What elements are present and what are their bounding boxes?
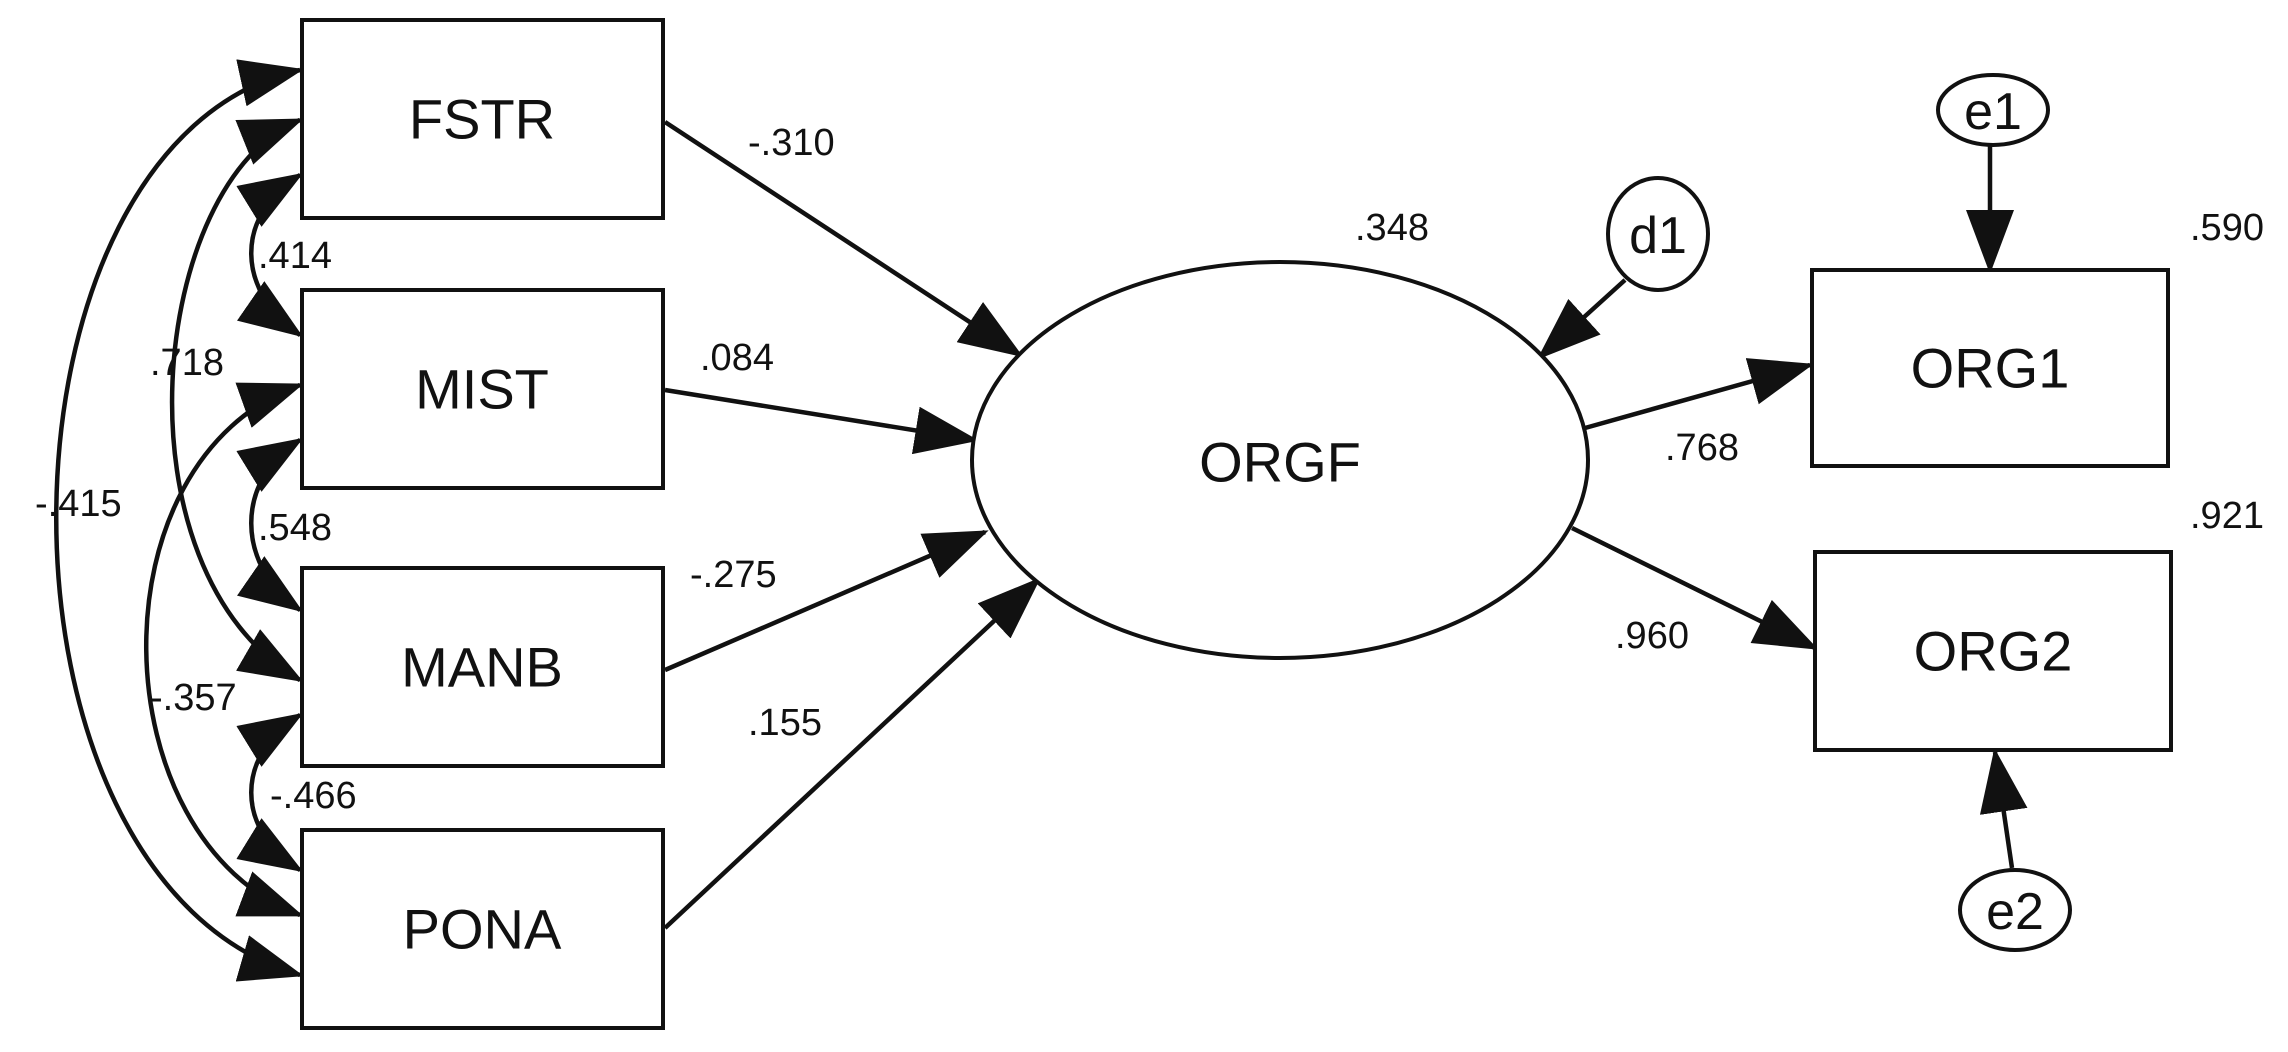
path-e2-org2 — [1979, 748, 2028, 869]
path-fstr-orgf — [663, 120, 1024, 358]
coef-manb-orgf: -.275 — [690, 554, 777, 596]
coef-mist-orgf: .084 — [700, 337, 774, 379]
node-label: ORGF — [1199, 431, 1361, 494]
node-fstr: FSTR — [300, 18, 665, 220]
r2-org2: .921 — [2190, 495, 2264, 537]
node-label: PONA — [403, 898, 562, 961]
cov-mist-manb: .548 — [258, 507, 332, 549]
error-label: e2 — [1986, 883, 2044, 941]
path-orgf-org1 — [1584, 358, 1814, 431]
coef-fstr-orgf: -.310 — [748, 122, 835, 164]
node-label: ORG1 — [1911, 337, 2070, 400]
coef-orgf-org2: .960 — [1615, 615, 1689, 657]
cov-arc-fstr-pona — [54, 59, 304, 982]
node-label: FSTR — [409, 88, 555, 151]
node-org2: ORG2 — [1813, 550, 2173, 752]
r2-org1: .590 — [2190, 207, 2264, 249]
path-pona-orgf — [663, 577, 1041, 930]
node-label: ORG2 — [1914, 620, 2073, 683]
node-label: MIST — [415, 358, 549, 421]
path-d1-orgf — [1537, 278, 1627, 360]
coef-orgf-org1: .768 — [1665, 427, 1739, 469]
node-label: MANB — [401, 636, 563, 699]
cov-arc-mist-pona — [144, 382, 304, 918]
coef-pona-orgf: .155 — [748, 702, 822, 744]
cov-fstr-manb: .718 — [150, 342, 224, 384]
error-e2: e2 — [1958, 868, 2072, 952]
cov-mist-pona: -.357 — [150, 677, 237, 719]
node-org1: ORG1 — [1810, 268, 2170, 468]
error-e1: e1 — [1936, 73, 2050, 147]
r2-orgf: .348 — [1355, 207, 1429, 249]
node-manb: MANB — [300, 566, 665, 768]
cov-fstr-pona: -.415 — [35, 483, 122, 525]
node-orgf: ORGF — [970, 260, 1590, 660]
cov-manb-pona: -.466 — [270, 775, 357, 817]
error-label: d1 — [1629, 207, 1687, 265]
error-label: e1 — [1964, 83, 2022, 141]
path-manb-orgf — [664, 529, 989, 673]
cov-fstr-mist: .414 — [258, 235, 332, 277]
cov-arc-manb-pona — [236, 712, 304, 873]
node-pona: PONA — [300, 828, 665, 1030]
path-mist-orgf — [664, 387, 979, 455]
node-mist: MIST — [300, 288, 665, 490]
path-orgf-org2 — [1571, 525, 1819, 651]
error-d1: d1 — [1606, 176, 1710, 292]
